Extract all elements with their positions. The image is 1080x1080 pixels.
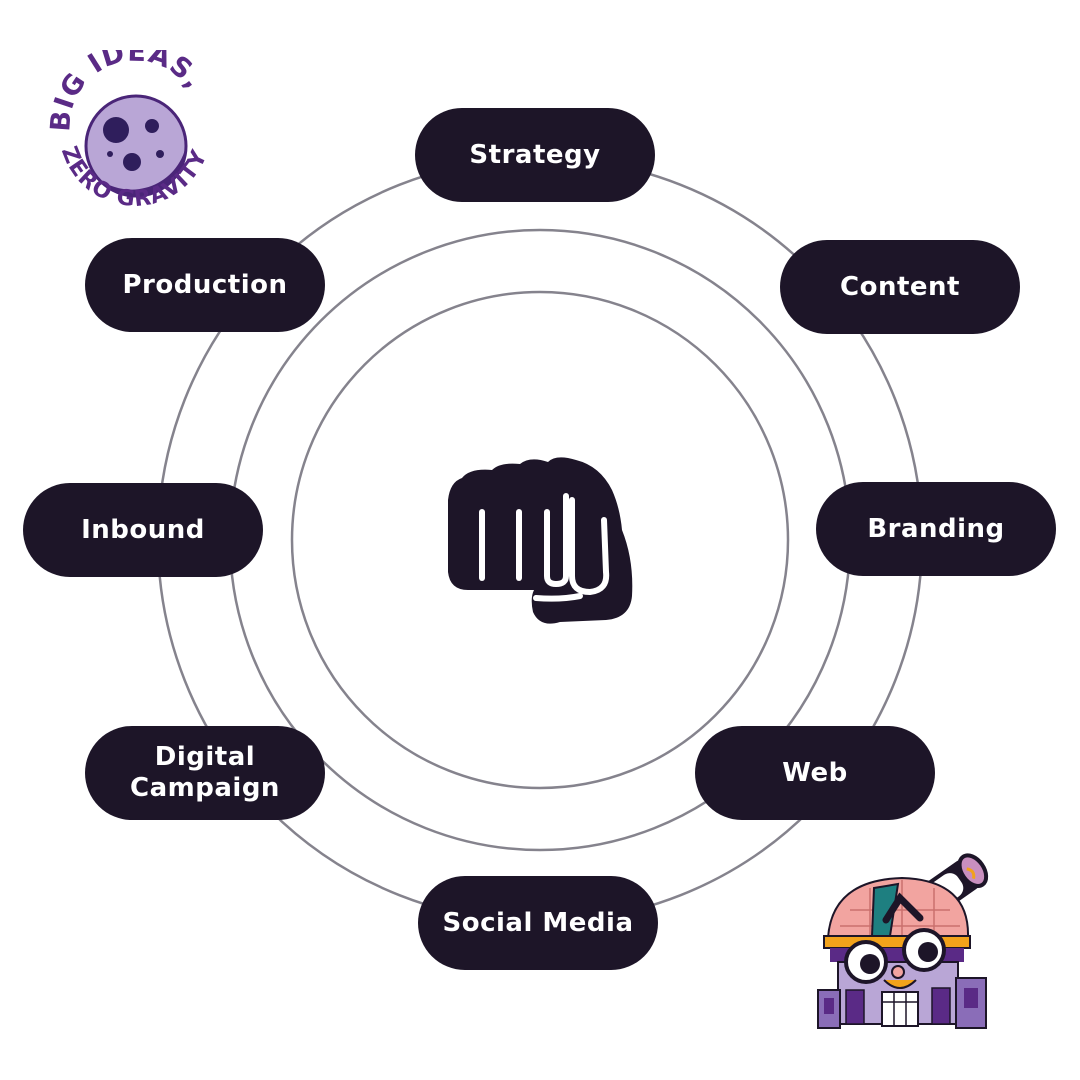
fist-icon (448, 457, 633, 624)
observatory-mascot-icon (817, 853, 989, 1029)
service-label: Web (782, 757, 848, 788)
service-label: Strategy (469, 139, 601, 170)
service-pill-social-media[interactable]: Social Media (418, 876, 658, 970)
service-pill-web[interactable]: Web (695, 726, 935, 820)
service-label: Branding (867, 513, 1005, 544)
service-label: Social Media (442, 907, 634, 938)
service-pill-strategy[interactable]: Strategy (415, 108, 655, 202)
service-pill-content[interactable]: Content (780, 240, 1020, 334)
inner-ring (290, 290, 790, 790)
service-pill-branding[interactable]: Branding (816, 482, 1056, 576)
service-pill-digital-campaign[interactable]: Digital Campaign (85, 726, 325, 820)
service-label: Content (840, 271, 960, 302)
service-pill-inbound[interactable]: Inbound (23, 483, 263, 577)
service-pill-production[interactable]: Production (85, 238, 325, 332)
service-label: Inbound (81, 514, 205, 545)
service-label: Digital Campaign (130, 742, 280, 803)
service-label: Production (122, 269, 288, 300)
moon-planet-icon (84, 94, 188, 198)
brand-badge-logo: BIG IDEAS, ZERO GRAVITY (45, 50, 212, 212)
